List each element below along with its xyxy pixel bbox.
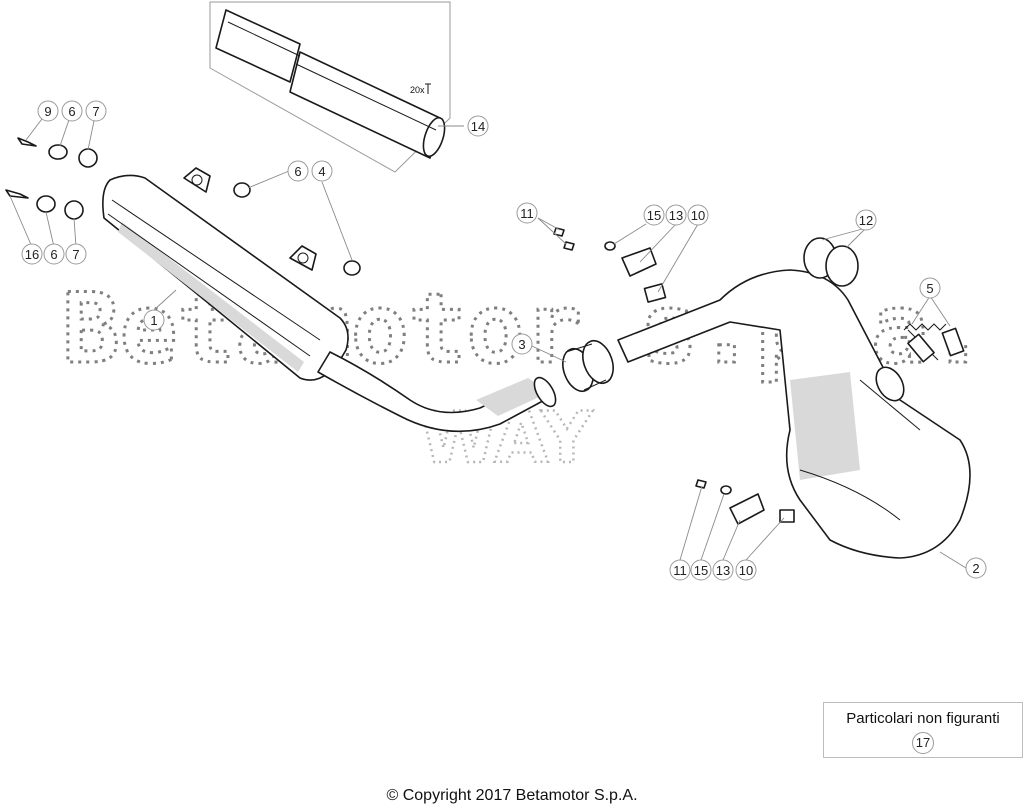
callout-6: 6 [61, 100, 83, 122]
rubber-icon [64, 200, 84, 220]
callout-label: 7 [72, 247, 79, 262]
callout-4: 4 [311, 160, 333, 182]
copyright-footer: © Copyright 2017 Betamotor S.p.A. [386, 787, 638, 804]
callout-6: 6 [287, 160, 309, 182]
bolt-icon [17, 137, 37, 147]
not-shown-parts-label: Particolari non figuranti [846, 710, 1000, 727]
callout-label: 6 [50, 247, 57, 262]
callout-label: 13 [716, 563, 730, 578]
leader-lines [9, 110, 967, 569]
bolt-icon [5, 189, 29, 199]
callout-label: 13 [669, 208, 683, 223]
callout-17: 17 [912, 732, 934, 754]
callout-label: 14 [471, 119, 485, 134]
callout-15: 15 [643, 204, 665, 226]
callout-10: 10 [687, 204, 709, 226]
callout-7: 7 [85, 100, 107, 122]
o-rings-part-12 [803, 237, 859, 287]
springs-part-5 [903, 323, 965, 363]
callout-6: 6 [43, 243, 65, 265]
callout-label: 16 [25, 247, 39, 262]
callout-label: 10 [691, 208, 705, 223]
header-pipe-part-2 [617, 269, 971, 559]
callout-7: 7 [65, 243, 87, 265]
callout-10: 10 [735, 559, 757, 581]
callout-label: 9 [44, 104, 51, 119]
washer-icon [720, 485, 732, 495]
callout-5: 5 [919, 277, 941, 299]
callout-label: 5 [926, 281, 933, 296]
packing-kit-part-14: 20x [209, 1, 451, 173]
callout-label: 7 [92, 104, 99, 119]
callout-14: 14 [467, 115, 489, 137]
washer-icon [343, 260, 361, 276]
callout-13: 13 [712, 559, 734, 581]
callout-label: 1 [150, 313, 157, 328]
callout-16: 16 [21, 243, 43, 265]
quantity-label: 20x [410, 85, 425, 95]
washer-icon [233, 182, 251, 198]
callout-label: 15 [694, 563, 708, 578]
silencer-part-1 [102, 167, 557, 433]
washer-icon [48, 144, 68, 160]
callout-11: 11 [669, 559, 691, 581]
callout-label: 6 [294, 164, 301, 179]
washer-icon [604, 241, 616, 251]
bracket-icon [729, 493, 765, 525]
callout-11: 11 [516, 202, 538, 224]
callout-12: 12 [855, 209, 877, 231]
callout-label: 12 [859, 213, 873, 228]
callout-label: 6 [68, 104, 75, 119]
callout-9: 9 [37, 100, 59, 122]
callout-3: 3 [511, 333, 533, 355]
callout-label: 15 [647, 208, 661, 223]
callout-13: 13 [665, 204, 687, 226]
bolt-icon [695, 479, 707, 489]
callout-label: 3 [518, 337, 525, 352]
rivet-icon [425, 83, 431, 94]
bolt-icon [553, 227, 565, 237]
callout-15: 15 [690, 559, 712, 581]
bolt-icon [563, 241, 575, 251]
washer-icon [36, 195, 56, 213]
rubber-icon [78, 148, 98, 168]
callout-label: 4 [318, 164, 325, 179]
callout-label: 2 [972, 561, 979, 576]
callout-label: 11 [673, 563, 687, 578]
gasket-part-3 [562, 339, 614, 393]
callout-label: 10 [739, 563, 753, 578]
bracket-icon [621, 247, 657, 277]
callout-1: 1 [143, 309, 165, 331]
callout-label: 11 [520, 206, 534, 221]
callout-2: 2 [965, 557, 987, 579]
